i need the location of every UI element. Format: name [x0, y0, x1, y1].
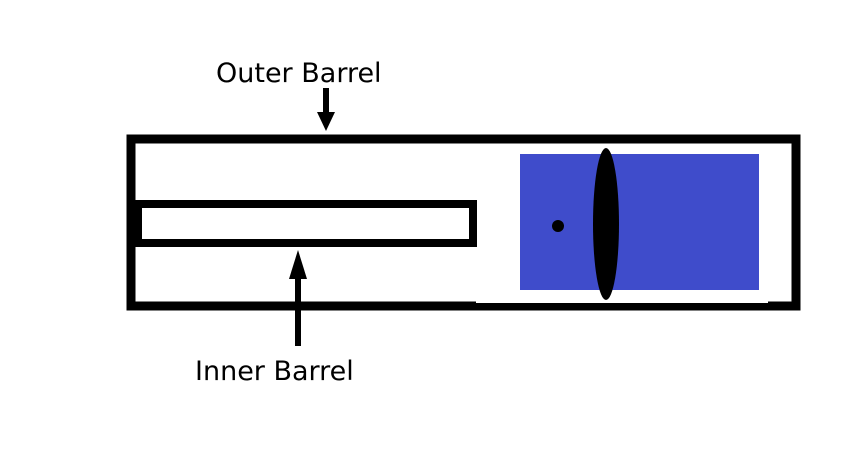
bottom-edge-gap [476, 298, 768, 303]
inner-barrel-arrow [289, 250, 307, 346]
inner-barrel [134, 200, 477, 247]
plunger-seal [593, 148, 619, 300]
outer-barrel-label: Outer Barrel [216, 58, 382, 89]
plunger-dot [552, 220, 564, 232]
inner-barrel-label: Inner Barrel [195, 356, 354, 387]
outer-barrel [126, 134, 801, 311]
outer-barrel-arrow [317, 88, 335, 131]
